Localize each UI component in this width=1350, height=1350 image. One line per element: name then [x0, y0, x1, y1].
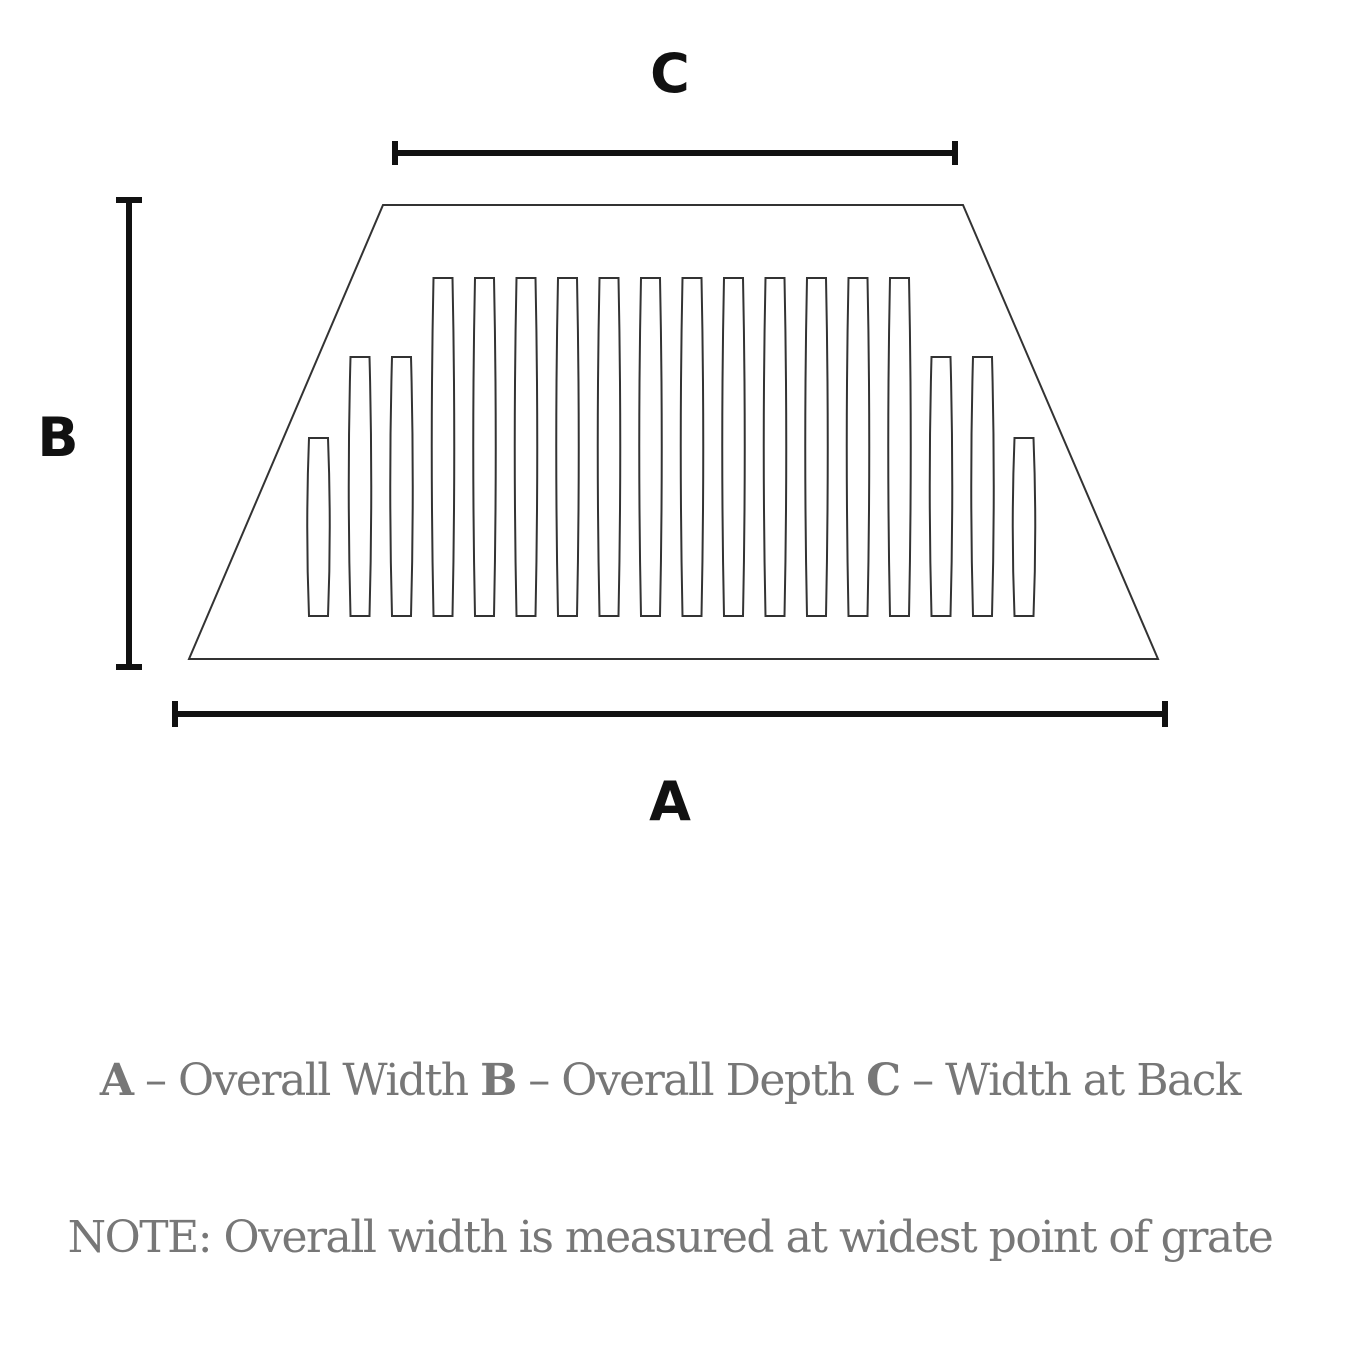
- dimension-legend: A – Overall Width B – Overall Depth C – …: [0, 1055, 1340, 1106]
- legend-a-key: A: [99, 1055, 134, 1106]
- legend-b-key: B: [480, 1055, 517, 1106]
- grate-slot: [347, 356, 373, 617]
- grate-slot: [804, 277, 829, 617]
- dimension-b-line: [116, 197, 142, 670]
- dimension-a-line: [172, 701, 1168, 727]
- grate-slot: [596, 277, 622, 617]
- grate-outline: [187, 204, 1160, 660]
- label-c: C: [650, 42, 690, 105]
- grate-slot: [430, 277, 456, 617]
- grate-slot: [679, 277, 705, 617]
- note-text: NOTE: Overall width is measured at wides…: [67, 1212, 1274, 1263]
- label-a: A: [649, 770, 691, 833]
- grate-slot: [721, 277, 746, 617]
- legend-a-text: – Overall Width: [132, 1055, 481, 1106]
- grate-slot: [555, 277, 580, 617]
- grate-slot: [389, 356, 414, 617]
- grate-slot: [306, 437, 331, 617]
- legend-c-key: C: [866, 1055, 901, 1106]
- legend-b-text: – Overall Depth: [515, 1055, 867, 1106]
- grate-slot: [887, 277, 912, 617]
- label-b: B: [37, 406, 78, 469]
- grate-slot: [845, 277, 871, 617]
- legend-c-text: – Width at Back: [899, 1055, 1241, 1106]
- grate-slot: [638, 277, 663, 617]
- grate-dimension-diagram: C B A: [37, 42, 1168, 833]
- grate-slot: [970, 356, 995, 617]
- grate-slot: [762, 277, 788, 617]
- grate-slots: [306, 277, 1037, 617]
- grate-slot: [928, 356, 954, 617]
- dimension-c-line: [392, 141, 958, 165]
- grate-slot: [1011, 437, 1037, 617]
- grate-slot: [472, 277, 497, 617]
- grate-slot: [513, 277, 539, 617]
